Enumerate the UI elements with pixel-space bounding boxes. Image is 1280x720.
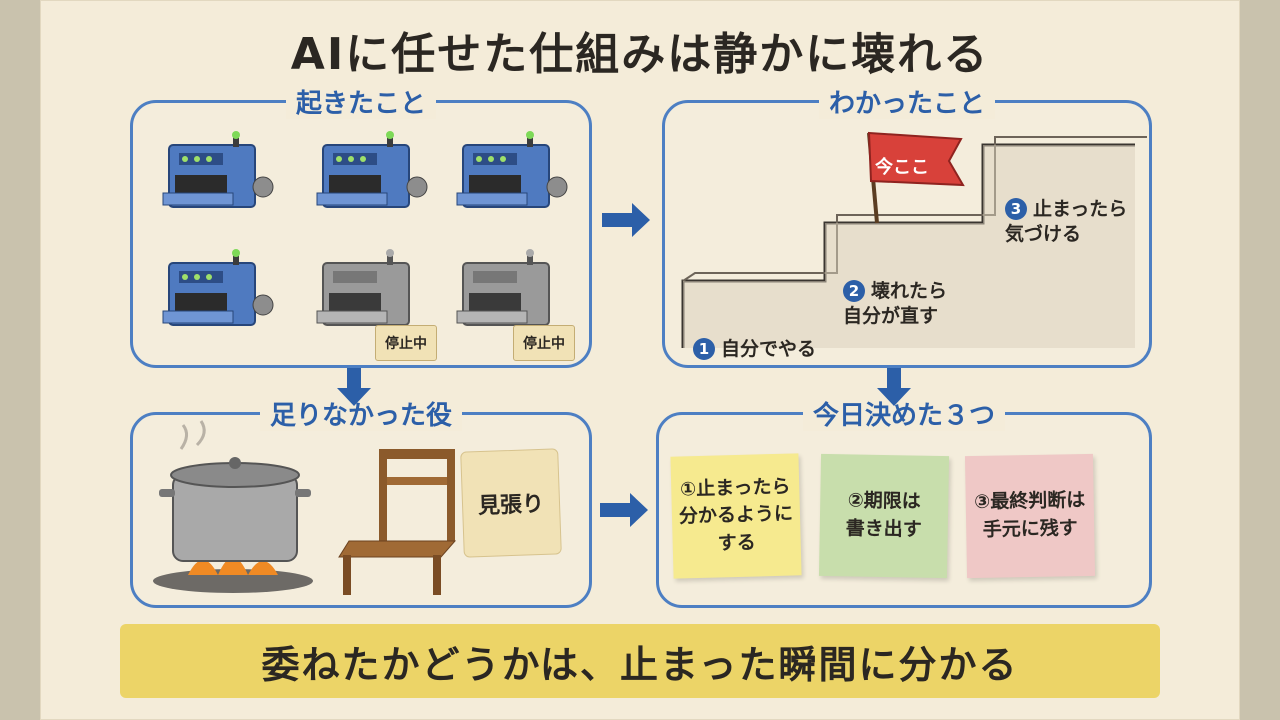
step-1-number: 1 bbox=[693, 338, 715, 361]
page-title: AIに任せた仕組みは静かに壊れる bbox=[290, 29, 990, 80]
machine-running-icon bbox=[316, 131, 428, 208]
paper-background bbox=[40, 0, 1240, 720]
machine-running-icon bbox=[162, 249, 274, 326]
staircase-illustration bbox=[681, 131, 1147, 348]
machine-running-icon bbox=[162, 131, 274, 208]
arrow-right-icon bbox=[602, 203, 650, 237]
pot-on-fire-icon bbox=[153, 420, 313, 593]
arrow-right-icon bbox=[600, 493, 648, 527]
machine-stopped-icon bbox=[456, 249, 550, 326]
sticky-note-1: ①止まったら 分かるように する bbox=[670, 453, 802, 579]
step-3-text: 止まったら 気づける bbox=[1005, 197, 1128, 246]
chair-icon bbox=[338, 449, 457, 595]
panel-missing-role-title: 足りなかった役 bbox=[259, 401, 462, 431]
panel-missing-role: 足りなかった役 bbox=[130, 401, 592, 608]
stopped-sign: 停止中 bbox=[375, 325, 437, 361]
flag-label: 今ここ bbox=[875, 157, 929, 178]
step-2-number: 2 bbox=[843, 280, 865, 303]
step-3-number: 3 bbox=[1005, 198, 1027, 221]
watcher-tag: 見張り bbox=[460, 448, 562, 558]
sticky-note-3: ③最終判断は 手元に残す bbox=[964, 453, 1096, 579]
panel-what-happened: 起きたこと bbox=[130, 89, 592, 368]
stopped-sign: 停止中 bbox=[513, 325, 575, 361]
machine-stopped-icon bbox=[316, 249, 410, 326]
arrow-down-icon bbox=[337, 368, 371, 406]
step-2-text: 壊れたら 自分が直す bbox=[843, 279, 948, 328]
machine-running-icon bbox=[456, 131, 568, 208]
pot-and-chair-illustration bbox=[153, 420, 457, 595]
machines-illustration bbox=[162, 131, 568, 326]
bottom-banner: 委ねたかどうかは、止まった瞬間に分かる bbox=[120, 624, 1160, 698]
step-1-text: 自分でやる bbox=[721, 337, 817, 360]
sticky-note-2: ②期限は 書き出す bbox=[818, 453, 950, 579]
panel-decided-title: 今日決めた３つ bbox=[802, 401, 1005, 431]
arrow-down-icon bbox=[877, 368, 911, 406]
panel-what-happened-title: 起きたこと bbox=[285, 89, 436, 119]
step-1-label: 1 自分でやる bbox=[693, 311, 816, 362]
panel-what-learned-title: わかったこと bbox=[818, 89, 995, 119]
